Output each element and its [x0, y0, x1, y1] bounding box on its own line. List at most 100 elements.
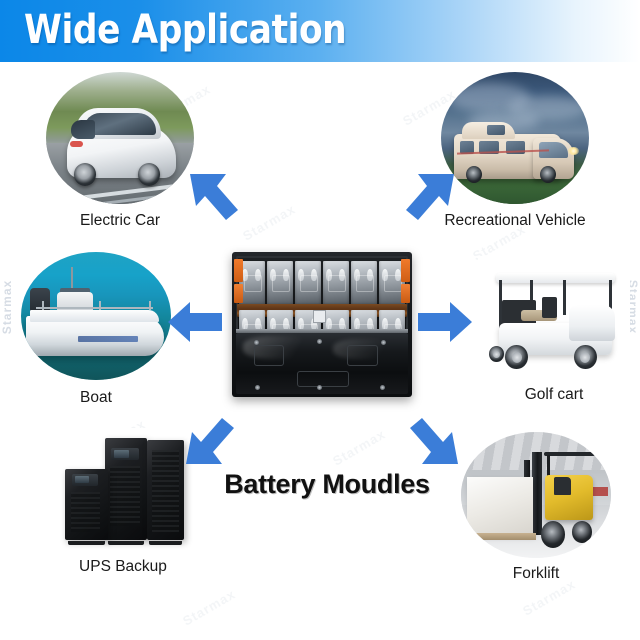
car-rear-window: [71, 119, 95, 140]
ups-cabinet: [65, 469, 108, 541]
cell-terminal: [339, 269, 345, 282]
case-edge-strip: [235, 328, 409, 333]
pallet: [465, 532, 536, 541]
cell-terminal: [367, 269, 373, 282]
cell-terminal: [394, 269, 401, 282]
arrow-to-forklift: [400, 408, 462, 470]
grass: [441, 177, 589, 204]
housing-recess: [347, 344, 378, 366]
cell-terminal: [354, 269, 360, 282]
page-title: Wide Application: [24, 7, 347, 53]
caption-boat: Boat: [80, 389, 112, 406]
screw: [253, 340, 259, 346]
battery-lower-housing: [235, 333, 409, 395]
wheel-hub: [579, 351, 591, 363]
ups-control-panel: [110, 447, 139, 461]
arrow-to-ups-backup: [182, 408, 244, 470]
battery-module-photo: [232, 252, 412, 397]
electric-car-photo: [46, 72, 194, 204]
cell-terminal: [255, 269, 261, 282]
application-electric-car[interactable]: Electric Car: [46, 72, 194, 232]
application-boat[interactable]: Boat: [21, 252, 171, 408]
boat-hull: [25, 316, 164, 356]
housing-highlight: [242, 336, 315, 360]
forklift-photo: [461, 432, 611, 558]
rail-post: [99, 300, 101, 310]
caption-ups-backup: UPS Backup: [79, 558, 167, 575]
housing-recess: [296, 370, 350, 388]
cell-terminal: [242, 269, 248, 282]
screw: [255, 385, 261, 391]
wheel-hub: [511, 351, 522, 363]
ups-vent: [151, 450, 179, 533]
cabinet-foot: [148, 541, 183, 546]
end-bracket: [401, 259, 411, 283]
forklift-seat: [554, 477, 571, 495]
application-golf-cart[interactable]: Golf cart: [478, 256, 630, 406]
header-banner: Wide Application: [0, 0, 640, 62]
cloud: [448, 82, 530, 112]
boat-photo: [21, 252, 171, 380]
boat-name-decal: [78, 336, 138, 343]
battery-cell: [350, 260, 377, 308]
golf-cart-front: [569, 304, 615, 342]
ups-vent: [109, 466, 140, 526]
application-forklift[interactable]: Forklift: [461, 432, 611, 584]
front-seat-back: [541, 297, 558, 319]
ups-control-panel: [72, 474, 99, 486]
front-seat: [520, 309, 558, 321]
ups-display: [114, 450, 129, 458]
battery-cell: [323, 260, 349, 308]
battery-cell: [239, 260, 266, 308]
boat-deck: [30, 309, 159, 323]
forklift-mast: [531, 452, 542, 536]
ups-cabinet: [104, 437, 148, 541]
end-bracket: [401, 283, 411, 303]
housing-recess: [253, 344, 285, 366]
car-window: [84, 112, 156, 136]
car-taillight: [69, 140, 83, 148]
canopy-post: [608, 280, 612, 320]
cell-terminal: [311, 269, 317, 282]
ups-cabinet: [147, 440, 184, 541]
canopy-post: [563, 280, 567, 315]
caption-golf-cart: Golf cart: [524, 386, 584, 403]
cell-terminal: [283, 269, 289, 282]
rv-windshield: [538, 141, 569, 158]
golf-cart-wheel: [488, 346, 504, 363]
ups-vent: [71, 492, 101, 532]
application-recreational-vehicle[interactable]: Recreational Vehicle: [441, 72, 589, 232]
end-bracket: [233, 283, 243, 303]
cell-terminal: [326, 269, 332, 282]
cloud: [507, 95, 589, 120]
golf-cart-wheel: [573, 345, 597, 370]
rv-photo: [441, 72, 589, 204]
arrow-to-electric-car: [186, 168, 248, 230]
wheel-hub: [492, 350, 500, 358]
water-shadow: [21, 351, 171, 380]
cell-terminal: [298, 269, 304, 282]
golf-cart-photo: [478, 256, 630, 378]
screw: [381, 340, 387, 346]
watermark: Starmax: [180, 586, 239, 629]
battery-cell: [378, 260, 405, 308]
console-top: [60, 287, 90, 295]
application-ups-backup[interactable]: UPS Backup: [47, 428, 199, 578]
caption-forklift: Forklift: [512, 565, 560, 582]
boat-rail: [36, 307, 153, 310]
rail-post: [148, 300, 151, 310]
forklift-roof: [543, 452, 595, 456]
arrow-to-boat: [166, 298, 224, 346]
battery-cell-row: [239, 260, 405, 308]
forklift-wheel: [572, 521, 592, 543]
screw: [379, 385, 385, 391]
background-object: [587, 487, 608, 497]
rv-window: [460, 140, 474, 154]
forklift-roof-post: [546, 454, 551, 478]
qr-label: [313, 310, 326, 324]
car-wheel: [74, 163, 97, 186]
rv-wheel: [540, 165, 557, 183]
rv-window: [486, 124, 505, 136]
screw: [316, 385, 322, 391]
